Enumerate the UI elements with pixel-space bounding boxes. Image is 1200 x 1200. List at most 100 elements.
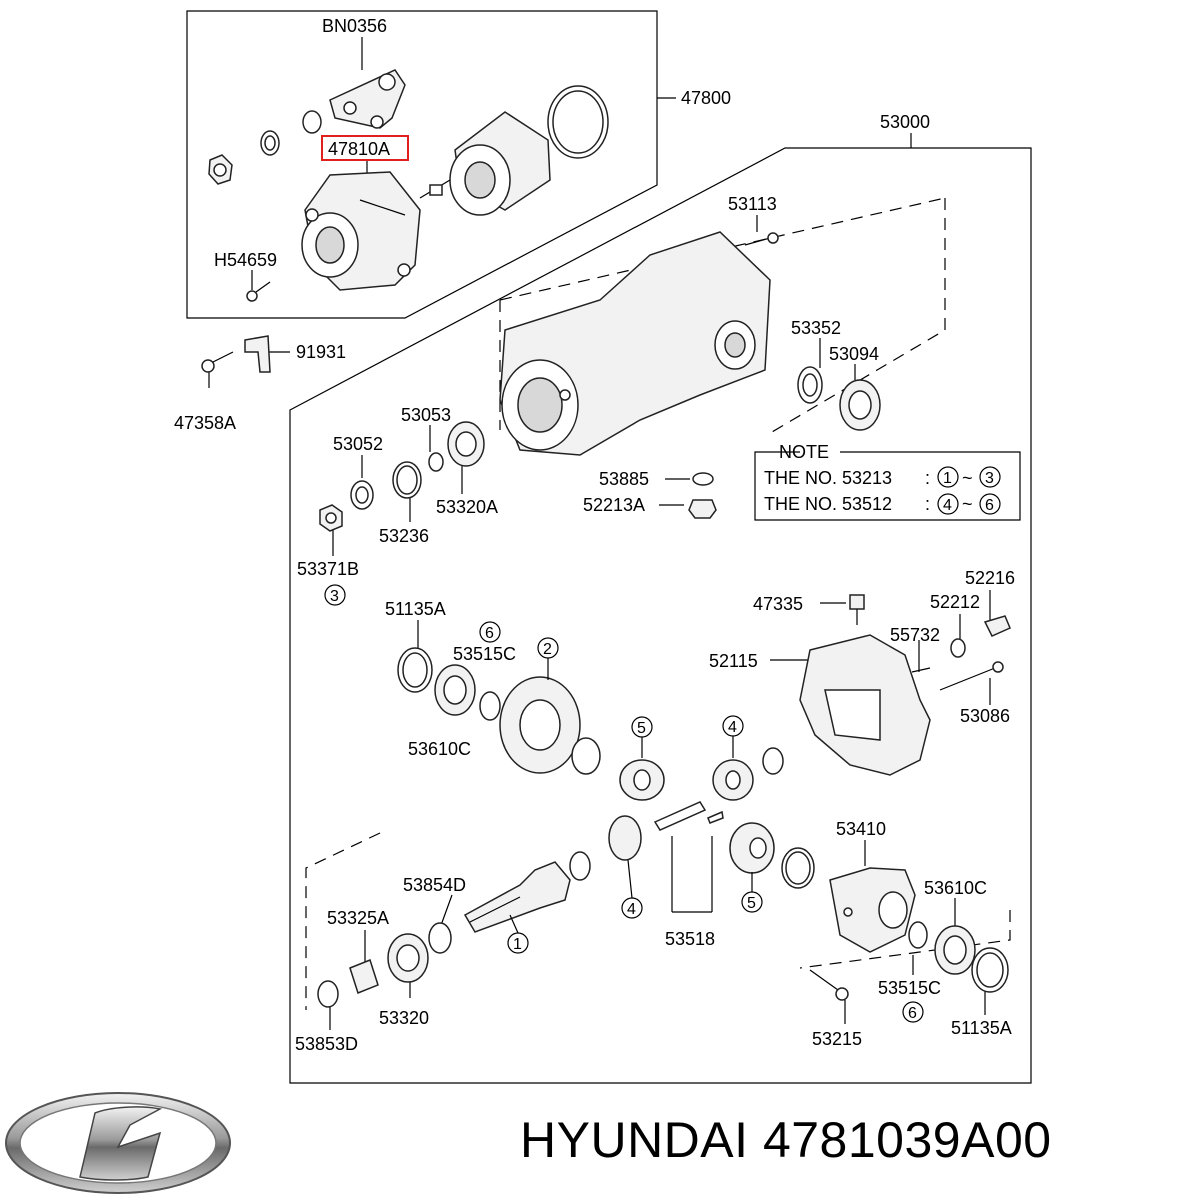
part-labels: BN0356 47800 53000 47810A H54659 91931 4… [174,16,1015,1054]
label-53515c-top: 53515C [453,644,516,664]
circled-4-top: 4 [722,715,744,737]
label-53854d: 53854D [403,875,466,895]
circled-6-top: 6 [479,621,501,643]
label-bn0356: BN0356 [322,16,387,36]
shim-53515c-top-icon [479,691,501,721]
circled-1: 1 [507,932,529,954]
brand-part-number: HYUNDAI 4781039A00 [520,1110,1052,1170]
hyundai-logo [5,1092,231,1194]
circled-6-bottom: 6 [902,1001,924,1023]
nut-53371b-icon [319,504,343,532]
note-line1-to: 3 [985,470,994,487]
oil-seal-icon [260,130,280,156]
transfer-case-icon [301,171,421,291]
label-53320a: 53320A [436,497,498,517]
nut-icon [208,154,233,185]
label-53053: 53053 [401,405,451,425]
note-line2-colon: : [925,494,930,514]
label-55732: 55732 [890,625,940,645]
label-47800: 47800 [681,88,731,108]
label-53610c-left: 53610C [408,739,471,759]
spacer-53854d-icon [428,922,452,954]
svg-text:5: 5 [747,895,756,912]
thrust-washer-right-icon [762,747,784,775]
label-53371b: 53371B [297,559,359,579]
differential-housing-icon [499,231,771,456]
label-53515c-bottom: 53515C [878,978,941,998]
washer-case-left-icon [781,847,815,889]
pinion-gear-5-bottom-icon [729,822,775,874]
bolt-47358a-icon [201,351,234,373]
svg-text:6: 6 [908,1005,917,1022]
spacer-53236-icon [392,461,422,499]
svg-text:6: 6 [485,625,494,642]
label-47358a: 47358A [174,413,236,433]
label-91931: 91931 [296,342,346,362]
label-53094: 53094 [829,344,879,364]
label-53086: 53086 [960,706,1010,726]
ring-53053-icon [428,452,444,472]
washer-53885-icon [692,472,714,486]
snap-ring-51135a-bottom-icon [971,947,1009,993]
housing-subframe-dash-right [771,198,946,433]
differential-case-icon [829,867,916,953]
label-53610c-right: 53610C [924,878,987,898]
note-line2-to: 6 [985,497,994,514]
circled-3: 3 [324,584,346,606]
companion-flange-icon [329,69,406,129]
svg-text:2: 2 [543,641,552,658]
label-53236: 53236 [379,526,429,546]
transfer-assembly-frame [186,10,658,319]
svg-text:4: 4 [728,719,737,736]
note-box: NOTE THE NO. 53213 : 1 ~ 3 THE NO. 53512… [754,442,1021,521]
pinion-gear-4-bottom-icon [608,815,642,861]
highlight-box [321,135,409,161]
pinion-shaft-icon [653,801,724,831]
seal-53094-icon [839,379,881,431]
circled-5-bottom: 5 [741,891,763,913]
circled-numbers: 3 6 2 5 4 1 4 5 6 [324,584,924,1023]
differential-assembly-frame [289,147,1032,1084]
side-gear-4-top-icon [712,759,754,801]
side-gear-5-top-icon [619,759,665,801]
svg-text:3: 3 [330,588,339,605]
bracket-91931-icon [244,335,271,373]
oil-seal-53352-icon [797,366,823,404]
label-53410: 53410 [836,819,886,839]
svg-text:1: 1 [513,936,522,953]
label-53215: 53215 [812,1029,862,1049]
bolt-53215-icon [809,969,849,1001]
part-number-label: 4781039A00 [762,1112,1052,1168]
rear-cover-icon [799,634,931,776]
label-47810a: 47810A [328,139,390,159]
brand-label: HYUNDAI [520,1112,749,1168]
note-line1-tilde: ~ [962,468,973,488]
note-line2-prefix: THE NO. 53512 [764,494,892,514]
note-title: NOTE [779,442,829,462]
bolt-h54659-icon [246,281,271,302]
drive-pinion-icon [463,861,571,933]
washer-53052-icon [350,480,374,510]
label-51135a-bottom: 51135A [951,1018,1012,1038]
note-line1-from: 1 [943,470,952,487]
case-subframe-dash [799,910,1011,969]
label-53518: 53518 [665,929,715,949]
bolt-53113-icon [744,232,779,246]
shim-53853d-icon [317,980,339,1008]
note-line2-from: 4 [943,497,952,514]
label-53052: 53052 [333,434,383,454]
bearing-53610c-right-icon [934,925,976,975]
circled-2: 2 [537,637,559,659]
plug-47335-icon [849,594,865,625]
bearing-53320a-icon [447,421,485,467]
bolt-53086-icon [939,661,1004,691]
circled-5-top: 5 [631,716,653,738]
pinion-subframe-dash [305,832,381,1010]
label-53352: 53352 [791,318,841,338]
svg-text:4: 4 [627,901,636,918]
label-53853d: 53853D [295,1034,358,1054]
note-line1-prefix: THE NO. 53213 [764,468,892,488]
plug-52216-icon [983,615,1011,637]
label-52216: 52216 [965,568,1015,588]
